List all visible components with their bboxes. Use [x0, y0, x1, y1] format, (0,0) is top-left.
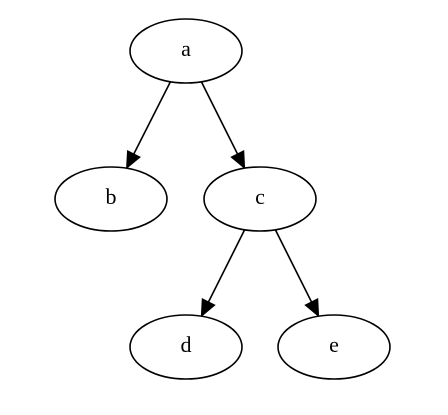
nodes-layer: a b c d e [54, 18, 391, 380]
node-label-a: a [181, 36, 191, 61]
arrowhead-a-b [126, 150, 141, 170]
node-b: b [54, 166, 168, 232]
node-d: d [129, 314, 243, 380]
edges-layer [126, 81, 320, 318]
edge-a-c [200, 81, 246, 170]
node-ellipse-e [277, 314, 391, 380]
node-c: c [203, 166, 317, 232]
edge-line-a-c [200, 81, 239, 155]
node-e: e [277, 314, 391, 380]
node-ellipse-d [129, 314, 243, 380]
node-a: a [129, 18, 243, 84]
node-label-d: d [181, 332, 192, 357]
arrowhead-c-e [304, 298, 320, 318]
arrowhead-c-d [200, 298, 216, 318]
edge-line-a-b [133, 81, 172, 155]
node-label-b: b [106, 184, 117, 209]
edge-c-e [274, 229, 320, 318]
edge-line-c-d [207, 229, 246, 303]
edge-line-c-e [274, 229, 313, 303]
node-ellipse-b [54, 166, 168, 232]
edge-a-b [126, 81, 172, 170]
node-label-e: e [329, 332, 339, 357]
node-ellipse-a [129, 18, 243, 84]
node-ellipse-c [203, 166, 317, 232]
edge-c-d [200, 229, 246, 318]
node-label-c: c [255, 184, 265, 209]
arrowhead-a-c [230, 150, 246, 170]
